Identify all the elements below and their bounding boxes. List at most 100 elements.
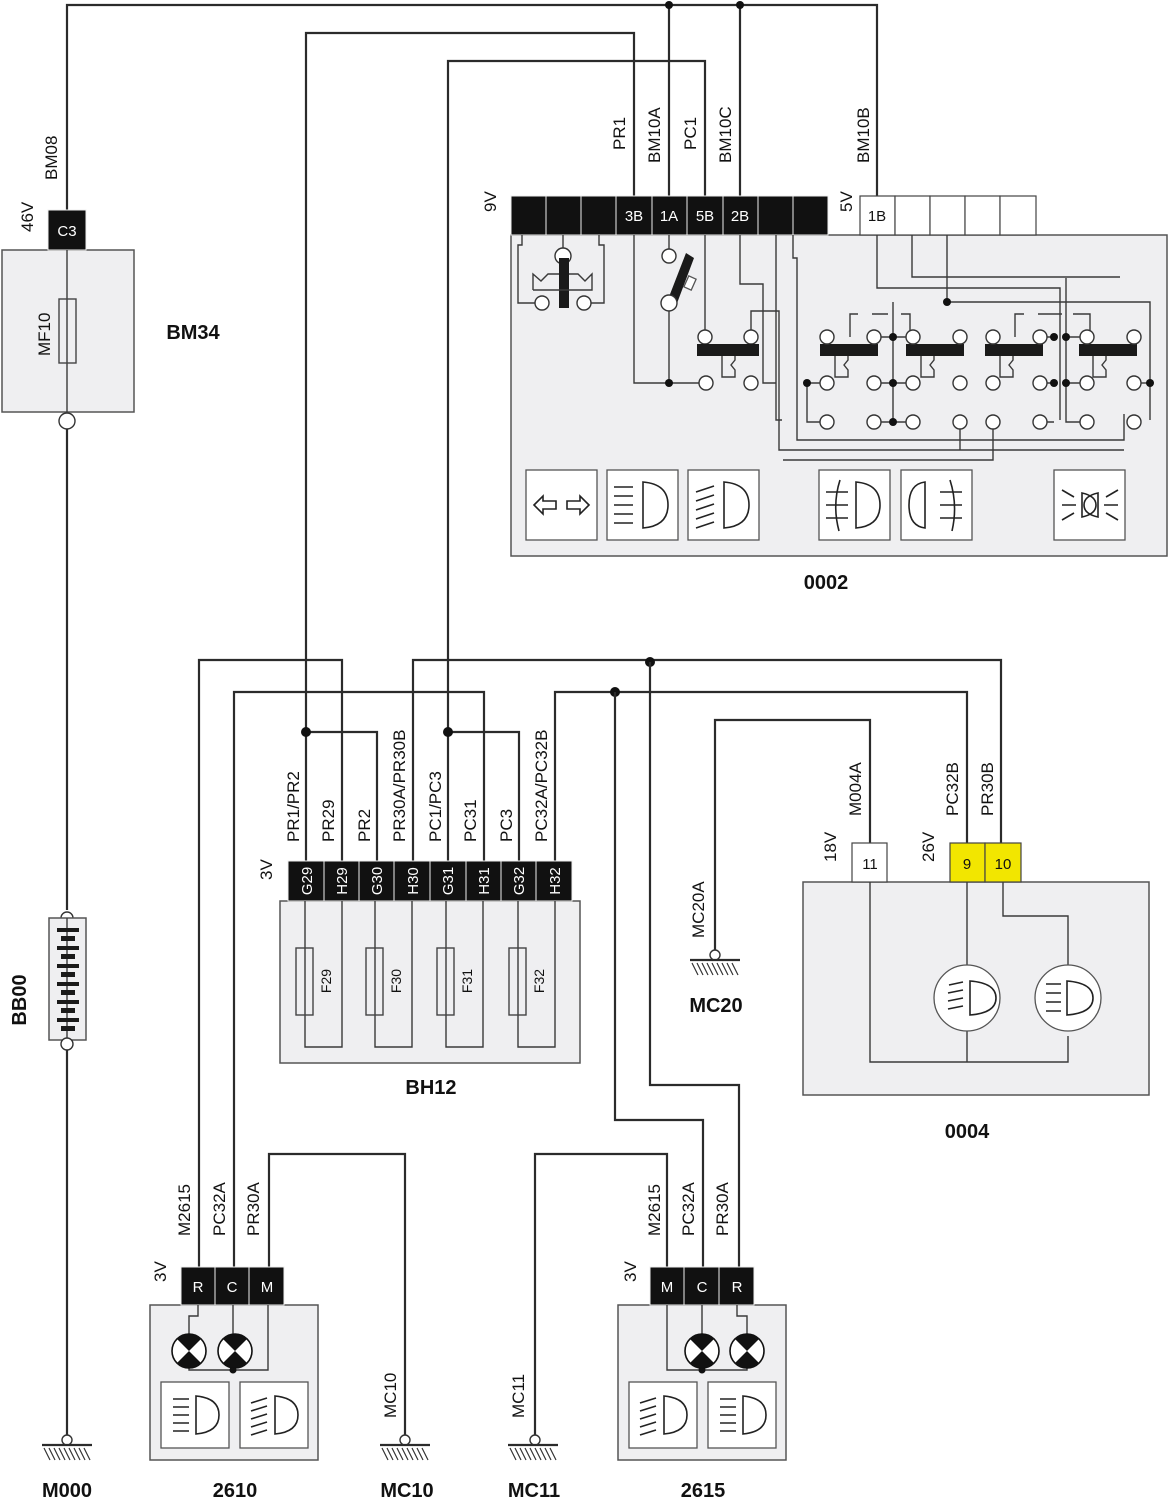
- pin-label: G29: [299, 867, 316, 895]
- fuse-label: F31: [459, 969, 475, 993]
- wire-bm08-bus: [65, 3, 879, 215]
- c0002-voltage-main: 9V: [481, 191, 500, 212]
- bm34-body: [1, 249, 135, 413]
- front-fog-icon: [818, 469, 891, 541]
- fuse-label: F30: [388, 969, 404, 993]
- bulb-icon: [684, 1333, 720, 1369]
- bh12-connector: [287, 860, 573, 902]
- high-beam-icon: [239, 1381, 309, 1449]
- c0002-icons: [525, 469, 1126, 541]
- pin-label: 2B: [731, 208, 749, 225]
- bh12-name: BH12: [405, 1077, 456, 1099]
- pin-label: G30: [369, 867, 386, 895]
- wire-label-bm10b: BM10B: [854, 107, 873, 163]
- wire-label: PR30A/PR30B: [390, 730, 409, 842]
- pin-label: H31: [476, 867, 493, 895]
- component-0002: 3B 1A 5B 2B 9V PR1 BM10A PC1 BM10C 1B 5V…: [481, 106, 1168, 594]
- low-beam-icon: [707, 1381, 777, 1449]
- component-bb00: BB00: [9, 911, 87, 1051]
- wires-middle: [197, 657, 1003, 1435]
- bulb-icon: [171, 1333, 207, 1369]
- wire-label-pr1: PR1: [610, 117, 629, 150]
- relay-row: [820, 313, 1137, 378]
- wire-label: PR2: [355, 809, 374, 842]
- junction: [665, 1, 673, 9]
- bm34-voltage: 46V: [18, 201, 37, 232]
- component-0004: 11 9 10 18V 26V M004A PC32B PR30B 0004: [802, 761, 1150, 1143]
- wire-label: PR1/PR2: [284, 771, 303, 842]
- voltage-label: 3V: [621, 1261, 640, 1282]
- wire-label: PR30B: [978, 762, 997, 816]
- voltage-label: 3V: [151, 1261, 170, 1282]
- ground-mc11: MC11 MC11: [508, 1374, 560, 1500]
- ground-icon: [509, 1447, 557, 1461]
- c0002-internal-wiring: [517, 235, 1154, 461]
- pin-label: 3B: [625, 208, 643, 225]
- high-beam-icon: [687, 469, 760, 541]
- c0002-name: 0002: [804, 572, 849, 594]
- wire-pr1: [304, 31, 636, 862]
- voltage-label: 18V: [821, 831, 840, 862]
- mc20-name: MC20: [689, 995, 742, 1017]
- fuse-f29: [295, 947, 314, 1016]
- fuse-label: F29: [318, 969, 334, 993]
- wire-label: PR30A: [244, 1181, 263, 1236]
- bm34-pin-label: C3: [57, 223, 76, 240]
- ground-mc20: MC20A MC20: [689, 881, 743, 1017]
- pin-label: G32: [511, 867, 528, 895]
- c0004-name: 0004: [945, 1121, 990, 1143]
- mc11-name: MC11: [508, 1480, 560, 1500]
- pin-label: M: [661, 1279, 674, 1296]
- pin-label: H32: [547, 867, 564, 895]
- fuse-mf10: [58, 298, 77, 364]
- m000-name: M000: [42, 1480, 92, 1500]
- bulb-icon: [729, 1333, 765, 1369]
- low-beam-lamp-icon: [1034, 964, 1102, 1032]
- pin-label: G31: [440, 867, 457, 895]
- low-beam-icon: [606, 469, 679, 541]
- pin-label: M: [261, 1279, 274, 1296]
- pin-label: 10: [995, 856, 1012, 873]
- ground-m000: M000: [42, 1434, 92, 1500]
- pin-2b: [722, 195, 759, 236]
- component-bm34: C3 46V BM08 MF10 BM34: [1, 136, 221, 430]
- wire-label: MC11: [509, 1374, 528, 1418]
- turn-signal-icon: [525, 469, 598, 541]
- wire-pc1: [446, 59, 707, 862]
- pin-label: H29: [334, 867, 351, 895]
- ground-icon: [381, 1447, 429, 1461]
- wire-label: PC1/PC3: [426, 771, 445, 842]
- wire-label: PC32B: [943, 762, 962, 816]
- hazard-lights-icon: [1053, 469, 1126, 541]
- fuse-mf10-label: MF10: [35, 313, 54, 356]
- ground-icon: [691, 962, 739, 976]
- c0002-connector-aux: 1B: [859, 195, 1037, 236]
- pin-label: R: [193, 1279, 204, 1296]
- wire-label-bm10c: BM10C: [716, 106, 735, 163]
- c0002-connector-main: 3B 1A 5B 2B: [510, 195, 829, 236]
- wire-label: MC10: [381, 1373, 400, 1418]
- fuse-label: F32: [531, 969, 547, 993]
- pin-label: 1A: [660, 208, 678, 225]
- wire-label-bm10a: BM10A: [645, 107, 664, 163]
- low-beam-icon: [160, 1381, 230, 1449]
- wire-label: PC32A: [210, 1181, 229, 1236]
- component-bh12: G29 H29 G30 H30 G31 H31 G32 H32 3V PR1/P…: [257, 730, 581, 1099]
- mc10-name: MC10: [380, 1480, 433, 1500]
- pin-1a: [651, 195, 688, 236]
- junction: [736, 1, 744, 9]
- ground-mc10: MC10 MC10: [380, 1373, 434, 1500]
- terminal: [58, 412, 76, 430]
- wire-label: MC20A: [689, 881, 708, 938]
- rear-fog-icon: [900, 469, 973, 541]
- wire-label: PC32A: [679, 1181, 698, 1236]
- high-beam-lamp-icon: [933, 964, 1001, 1032]
- wire-label: M2615: [175, 1184, 194, 1236]
- bb00-name: BB00: [9, 974, 31, 1025]
- voltage-label: 26V: [919, 831, 938, 862]
- component-2610: R C M 3V M2615 PC32A PR30A 2610: [149, 1181, 319, 1500]
- fuse-f32: [508, 947, 527, 1016]
- wire-label: PC3: [497, 809, 516, 842]
- bh12-body: [279, 900, 581, 1064]
- pin-label: C: [697, 1279, 708, 1296]
